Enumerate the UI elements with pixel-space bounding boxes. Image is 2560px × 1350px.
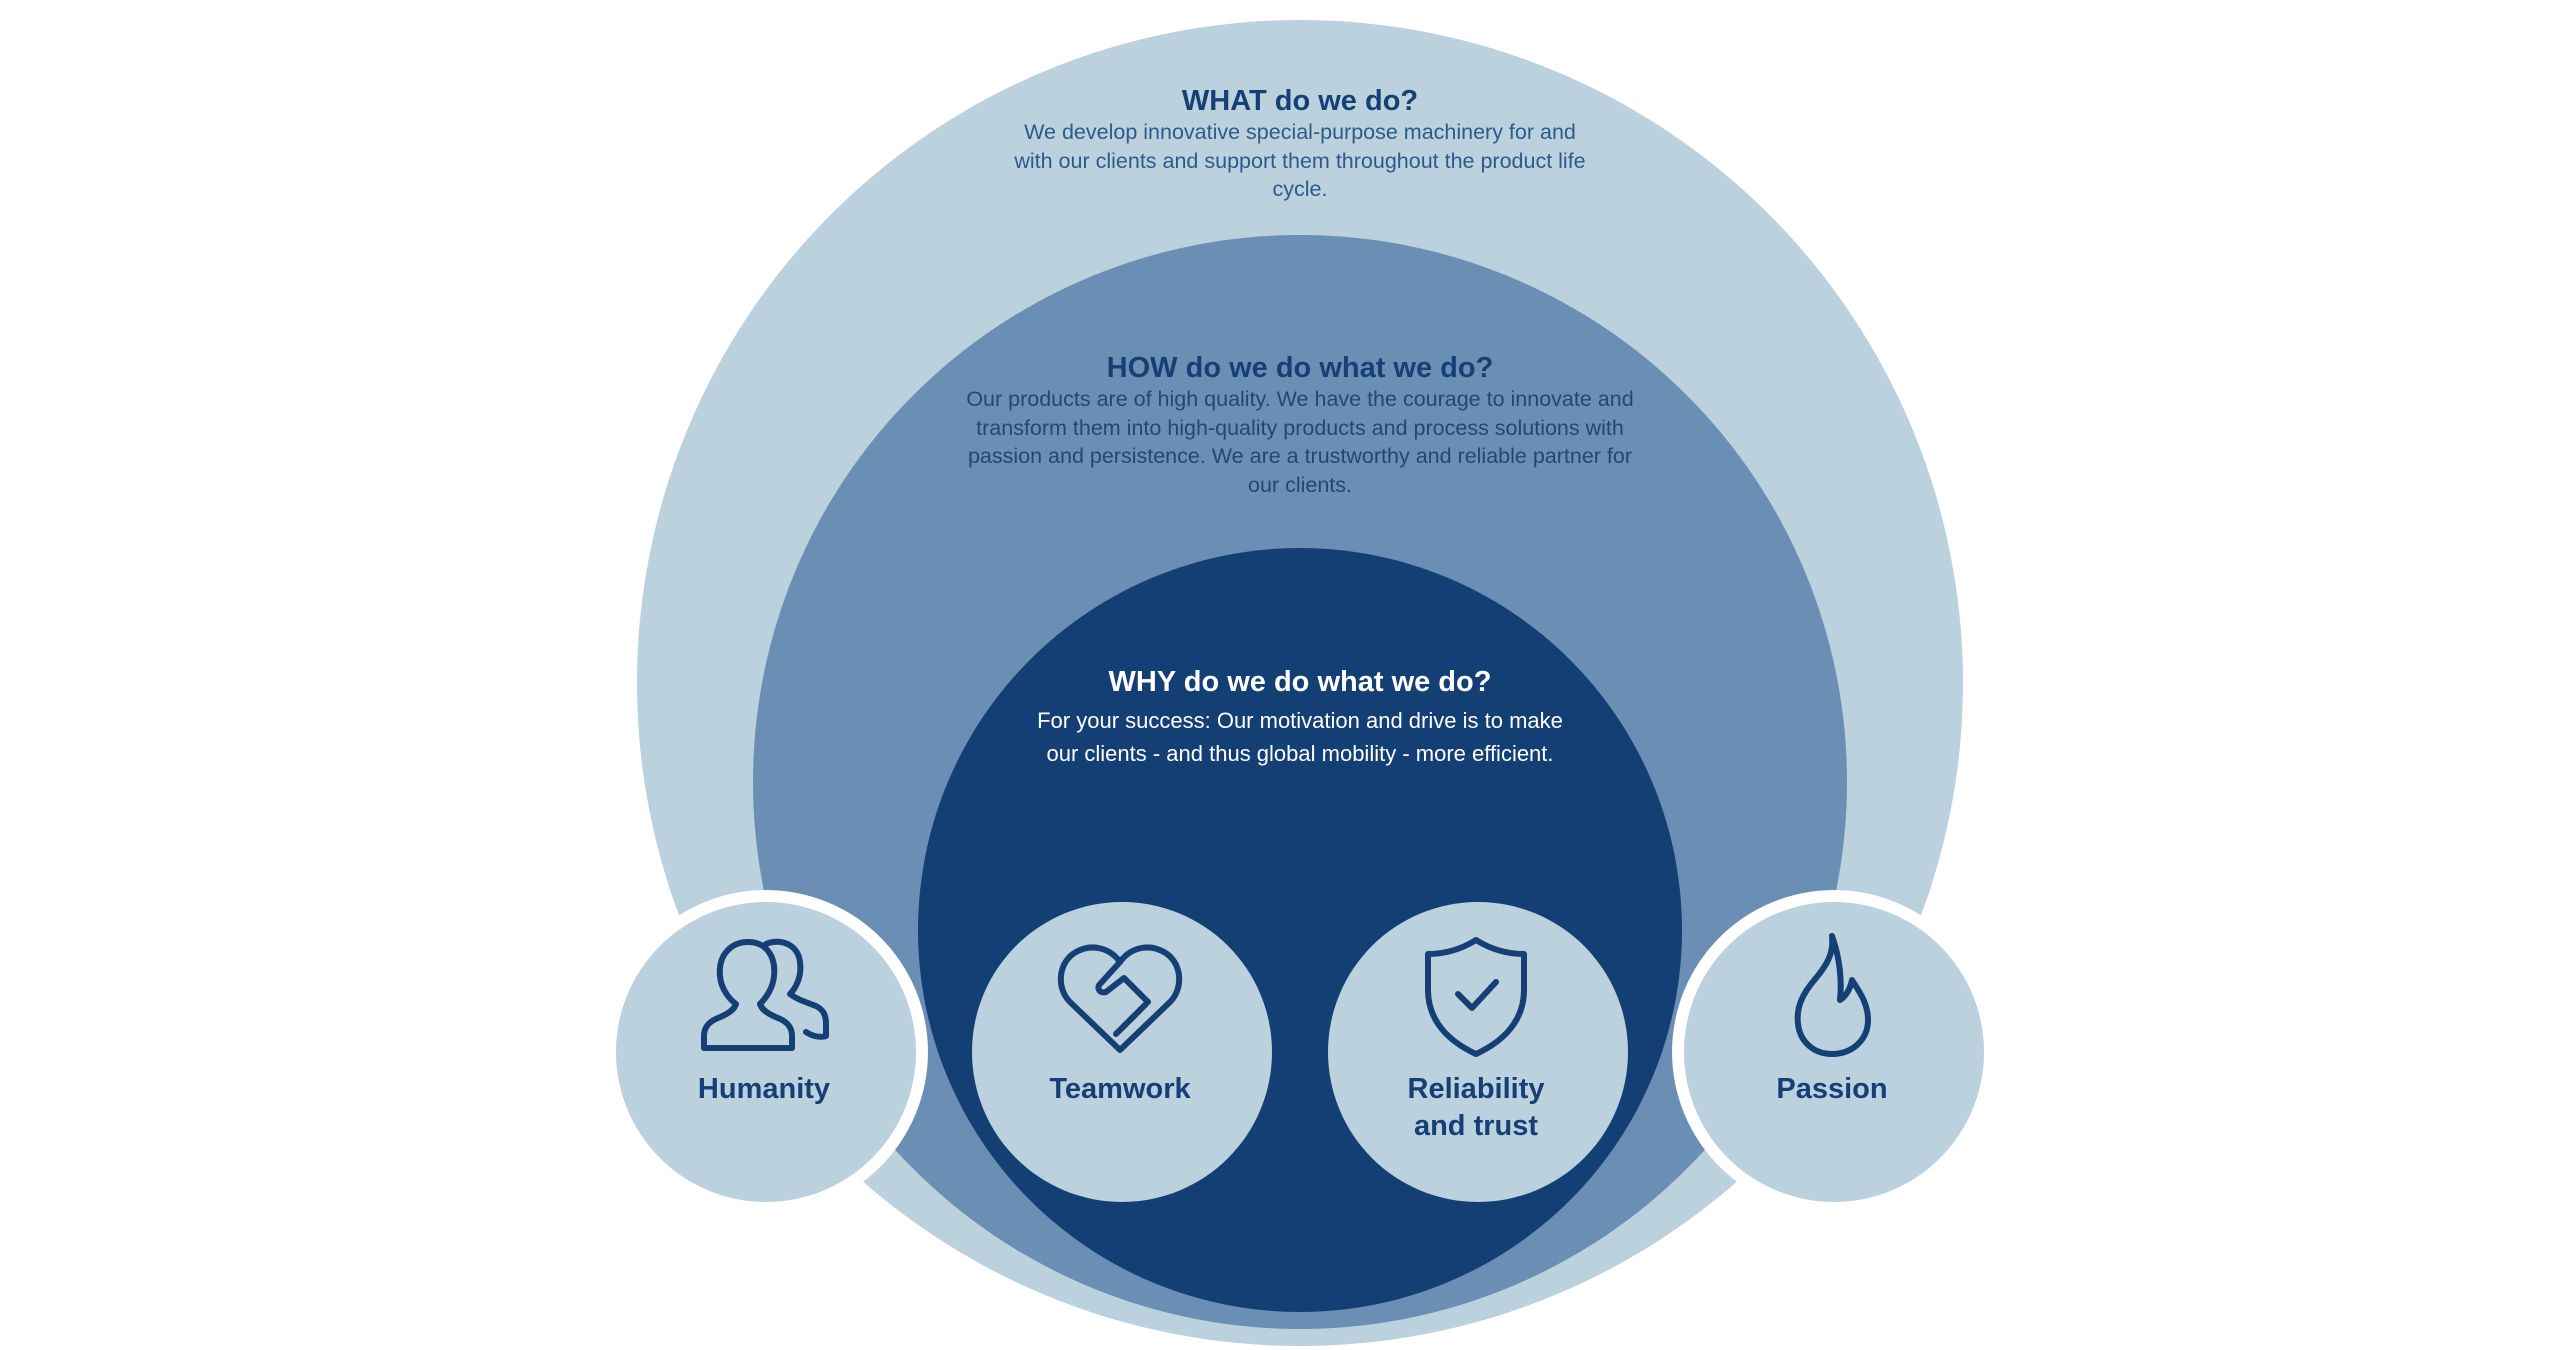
how-title: HOW do we do what we do? — [1106, 352, 1494, 384]
what-description: We develop innovative special-purpose ma… — [1014, 120, 1586, 201]
what-title: WHAT do we do? — [1181, 85, 1419, 117]
value-label-passion: Passion — [1776, 1073, 1888, 1105]
inner-circle-why — [918, 548, 1682, 1312]
shield-check-icon — [1425, 937, 1527, 1057]
flame-icon — [1794, 933, 1871, 1057]
value-label-humanity: Humanity — [697, 1073, 831, 1105]
how-description: Our products are of high quality. We hav… — [966, 387, 1634, 497]
people-icon — [701, 938, 829, 1051]
why-title: WHY do we do what we do? — [1108, 666, 1492, 698]
why-description: For your success: Our motivation and dri… — [1037, 708, 1563, 766]
value-label-reliability: Reliability and trust — [1407, 1073, 1545, 1142]
value-label-teamwork: Teamwork — [1049, 1073, 1191, 1105]
value-circle-humanity — [616, 902, 916, 1202]
heart-handshake-icon — [1057, 944, 1183, 1053]
